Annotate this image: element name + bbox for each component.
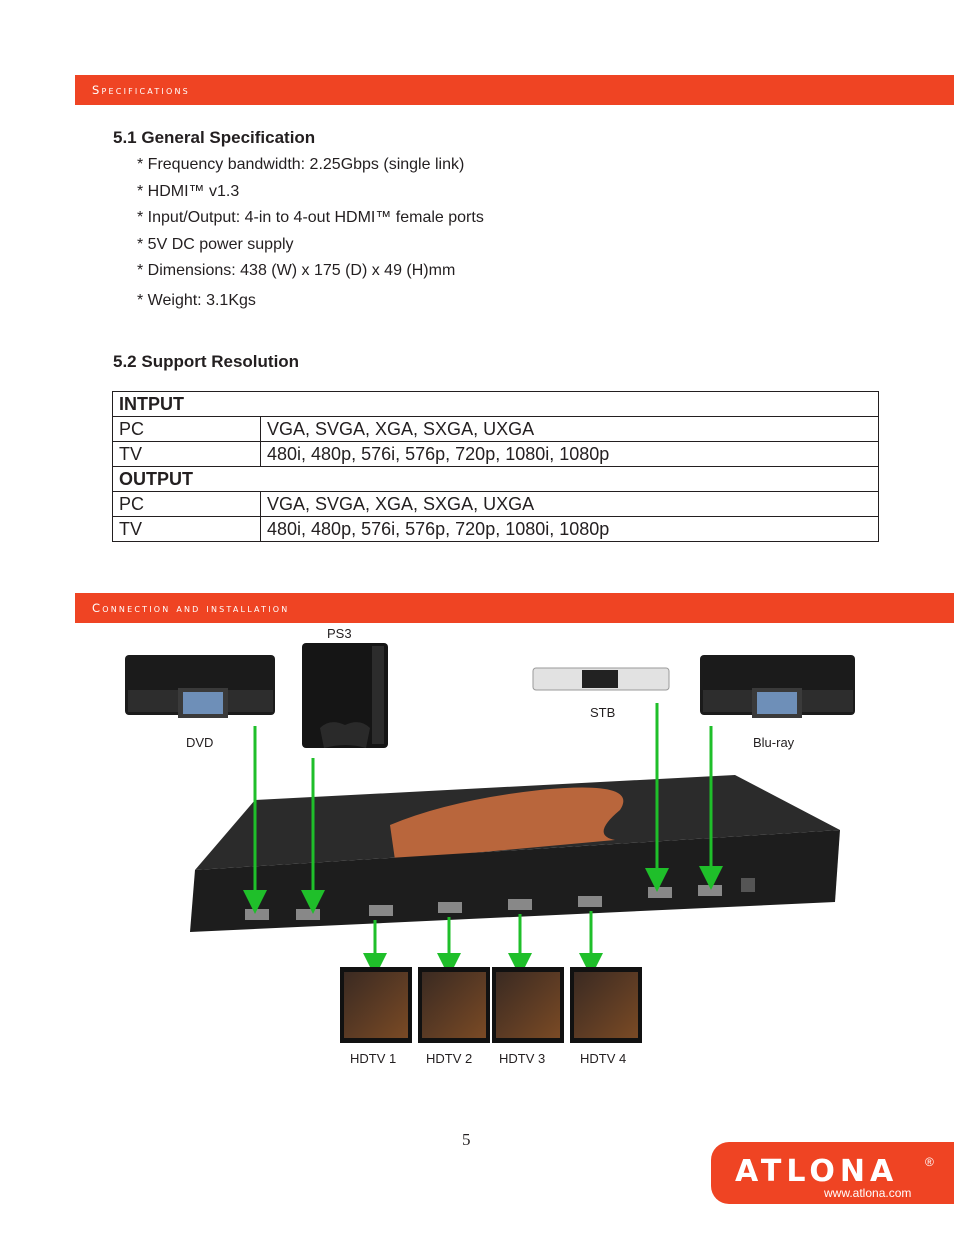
hdtv-4-icon bbox=[570, 967, 642, 1043]
hdmi-ports bbox=[245, 878, 755, 920]
connection-diagram bbox=[125, 643, 855, 1043]
table-row: PC VGA, SVGA, XGA, SXGA, UXGA bbox=[112, 491, 879, 517]
registered-mark: ® bbox=[925, 1155, 934, 1169]
table-row: INTPUT bbox=[112, 391, 879, 417]
ps3-console-icon bbox=[302, 643, 388, 748]
bluray-player-icon bbox=[700, 655, 855, 718]
spec-item: * Input/Output: 4-in to 4-out HDMI™ fema… bbox=[137, 209, 484, 227]
table-row: TV 480i, 480p, 576i, 576p, 720p, 1080i, … bbox=[112, 441, 879, 467]
stb-label: STB bbox=[590, 705, 616, 720]
dvd-player-icon bbox=[125, 655, 275, 718]
hdtv-label: HDTV 4 bbox=[580, 1051, 627, 1066]
hdtv-label: HDTV 2 bbox=[426, 1051, 473, 1066]
hdtv-label: HDTV 1 bbox=[350, 1051, 397, 1066]
hdtv-label: HDTV 3 bbox=[499, 1051, 546, 1066]
spec-item: * HDMI™ v1.3 bbox=[137, 182, 240, 200]
resolution-title: 5.2 Support Resolution bbox=[113, 352, 300, 371]
spec-list: * Frequency bandwidth: 2.25Gbps (single … bbox=[137, 155, 484, 318]
hdtv-3-icon bbox=[492, 967, 564, 1043]
dvd-label: DVD bbox=[186, 735, 214, 750]
specifications-header: Specifications bbox=[92, 83, 190, 97]
spec-item: * 5V DC power supply bbox=[137, 235, 294, 253]
input-header: INTPUT bbox=[112, 391, 879, 417]
table-row: TV 480i, 480p, 576i, 576p, 720p, 1080i, … bbox=[112, 516, 879, 542]
table-row: PC VGA, SVGA, XGA, SXGA, UXGA bbox=[112, 416, 879, 442]
output-header: OUTPUT bbox=[112, 466, 879, 492]
specifications-header-bar: Specifications bbox=[75, 75, 954, 105]
hdtv-1-icon bbox=[340, 967, 412, 1043]
table-cell-type: TV bbox=[112, 516, 261, 542]
atlona-logo: ATLONA ® www.atlona.com bbox=[711, 1142, 954, 1204]
general-spec-title: 5.1 General Specification bbox=[113, 128, 316, 147]
table-cell-value: 480i, 480p, 576i, 576p, 720p, 1080i, 108… bbox=[260, 516, 879, 542]
table-row: OUTPUT bbox=[112, 466, 879, 492]
spec-item: * Dimensions: 438 (W) x 175 (D) x 49 (H)… bbox=[137, 262, 456, 280]
spec-item: * Frequency bandwidth: 2.25Gbps (single … bbox=[137, 156, 465, 173]
table-cell-type: PC bbox=[112, 416, 261, 442]
connection-arrows bbox=[243, 703, 723, 977]
connection-header-bar: Connection and Installation bbox=[75, 593, 954, 623]
table-cell-value: VGA, SVGA, XGA, SXGA, UXGA bbox=[260, 416, 879, 442]
table-cell-value: 480i, 480p, 576i, 576p, 720p, 1080i, 108… bbox=[260, 441, 879, 467]
matrix-switcher-device bbox=[190, 775, 840, 932]
table-cell-type: TV bbox=[112, 441, 261, 467]
logo-wordmark: ATLONA bbox=[735, 1154, 899, 1189]
table-cell-value: VGA, SVGA, XGA, SXGA, UXGA bbox=[260, 491, 879, 517]
set-top-box-icon bbox=[532, 667, 670, 691]
hdtv-2-icon bbox=[418, 967, 490, 1043]
resolution-table: INTPUT PC VGA, SVGA, XGA, SXGA, UXGA TV … bbox=[112, 391, 879, 542]
bluray-label: Blu-ray bbox=[753, 735, 795, 750]
table-cell-type: PC bbox=[112, 491, 261, 517]
spec-item: * Weight: 3.1Kgs bbox=[137, 291, 256, 309]
logo-url: www.atlona.com bbox=[824, 1186, 912, 1200]
ps3-label: PS3 bbox=[327, 626, 352, 641]
page-number: 5 bbox=[462, 1130, 471, 1149]
connection-header: Connection and Installation bbox=[92, 601, 290, 615]
